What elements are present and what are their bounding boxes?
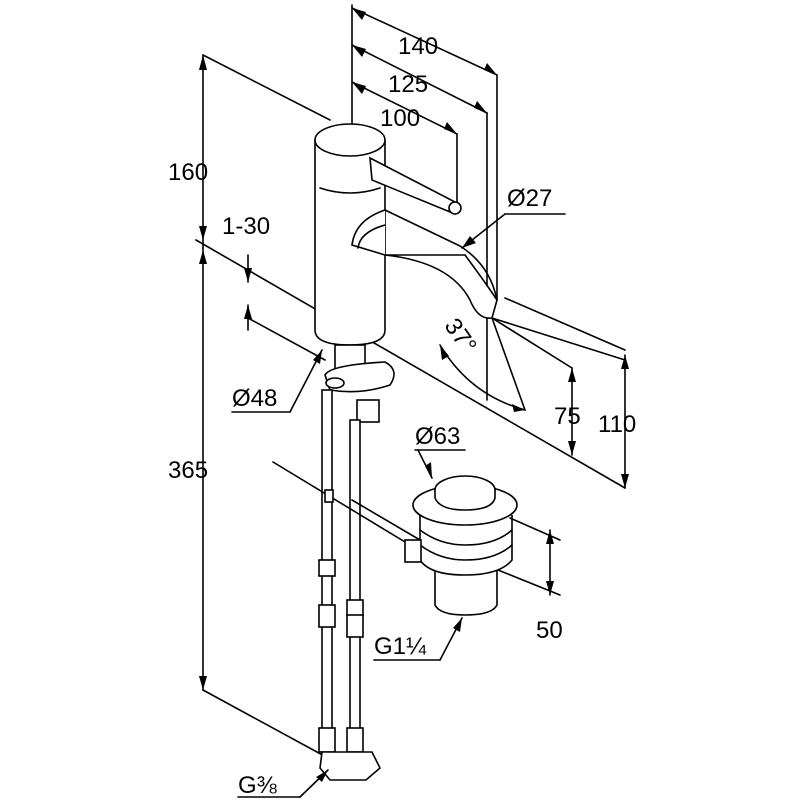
leader-g1-1-4-arrow	[453, 618, 462, 632]
dim-160-label: 160	[168, 159, 208, 186]
dim-140-label: 140	[398, 33, 438, 60]
thread-g3-8-label: G⅜	[238, 772, 278, 799]
dim-125-label: 125	[388, 71, 428, 98]
drain-height-dimension	[497, 517, 561, 596]
dim-75-label: 75	[554, 403, 581, 430]
leader-27-arrow	[462, 236, 476, 248]
dim-1-30-label: 1-30	[222, 213, 270, 240]
dim-50-label: 50	[536, 617, 563, 644]
top-dimension-lines	[351, 4, 498, 401]
left-dimension-lines	[195, 54, 626, 759]
dim-365-label: 365	[168, 457, 208, 484]
right-dimension-lines	[491, 297, 629, 489]
dim-100-label: 100	[380, 105, 420, 132]
dim-110-label: 110	[598, 411, 636, 438]
dim-diameter-27-label: Ø27	[507, 185, 552, 212]
mounting-fittings	[324, 344, 395, 423]
leader-g3-8-arrow	[316, 770, 328, 782]
drain-valve	[404, 475, 518, 616]
supply-hoses	[318, 389, 381, 781]
faucet-body	[314, 123, 498, 346]
thread-g1-1-4-label: G1¼	[374, 633, 427, 660]
angle-37-marker	[439, 317, 526, 412]
dim-diameter-48-label: Ø48	[232, 385, 277, 412]
dim-diameter-63-label: Ø63	[415, 423, 460, 450]
leader-63-arrow	[425, 462, 432, 478]
leader-48-arrow	[313, 350, 322, 364]
pop-up-rod	[272, 461, 421, 546]
